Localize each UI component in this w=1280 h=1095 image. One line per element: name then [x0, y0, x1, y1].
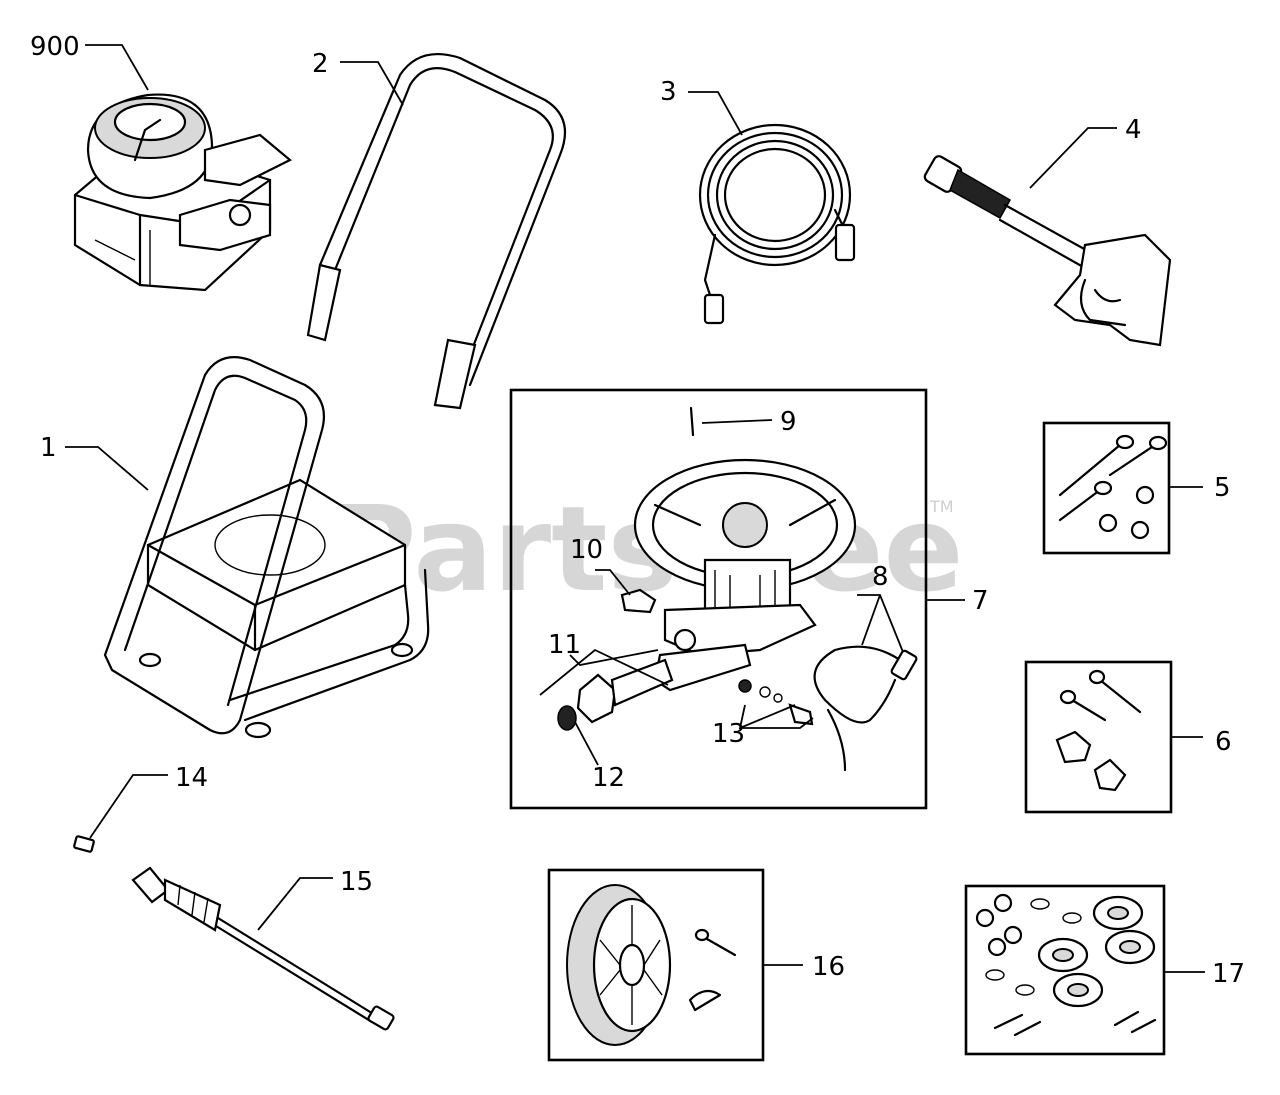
callout-8: 8	[872, 562, 889, 592]
callout-2: 2	[312, 49, 329, 79]
callout-9: 9	[780, 407, 797, 437]
frame-part[interactable]	[103, 356, 430, 739]
callout-11: 11	[548, 630, 581, 660]
spray-gun-part[interactable]	[923, 154, 1172, 347]
hardware-kit-box	[964, 884, 1166, 1056]
hose-part[interactable]	[698, 123, 856, 325]
callout-7: 7	[972, 586, 989, 616]
callout-14: 14	[175, 763, 208, 793]
check-valve-kit-part[interactable]	[738, 679, 814, 726]
bolt-kit-b-part[interactable]	[1055, 669, 1142, 792]
bolt-kit-a-box	[1042, 421, 1171, 555]
leader-lines	[65, 44, 1205, 973]
pin-part[interactable]	[689, 406, 695, 437]
bolt-kit-b-box	[1024, 660, 1173, 814]
callout-1: 1	[40, 433, 57, 463]
callout-6: 6	[1215, 727, 1232, 757]
inlet-adapter-part[interactable]	[576, 658, 674, 724]
callout-4: 4	[1125, 115, 1142, 145]
screen-washer-part[interactable]	[557, 705, 577, 731]
watermark-trademark: TM	[929, 497, 954, 516]
callout-900: 900	[30, 32, 80, 62]
pump-assembly-part[interactable]	[633, 458, 857, 692]
callout-10: 10	[570, 535, 603, 565]
hardware-kit-part[interactable]	[975, 893, 1157, 1037]
handle-part[interactable]	[306, 53, 567, 410]
callout-3: 3	[660, 77, 677, 107]
nozzle-tip-part[interactable]	[73, 835, 95, 853]
callout-17: 17	[1212, 959, 1245, 989]
wand-part[interactable]	[131, 866, 395, 1031]
callout-labels: 900 2 3 4 1 9 10 8 7 11 13 12 5 6 14 15 …	[30, 32, 1245, 989]
engine-part[interactable]	[73, 93, 292, 292]
callout-12: 12	[592, 763, 625, 793]
wheel-kit-part[interactable]	[566, 884, 737, 1046]
elbow-fitting-part[interactable]	[620, 588, 657, 614]
callout-5: 5	[1214, 473, 1231, 503]
callout-15: 15	[340, 867, 373, 897]
callout-13: 13	[712, 719, 745, 749]
pump-assembly-box	[509, 388, 928, 810]
unloader-tube-part[interactable]	[813, 645, 918, 772]
callout-16: 16	[812, 952, 845, 982]
bolt-kit-a-part[interactable]	[1058, 434, 1168, 540]
